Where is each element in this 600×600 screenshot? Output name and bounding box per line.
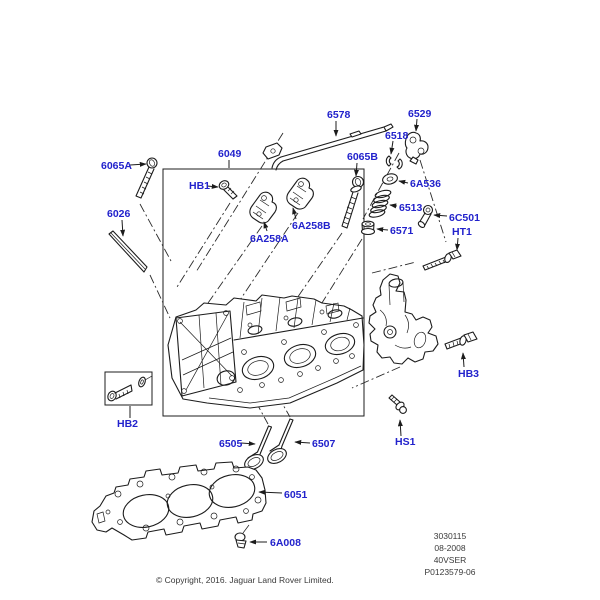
part-label-6049[interactable]: 6049 — [218, 148, 242, 168]
part-label-6026[interactable]: 6026 — [107, 208, 131, 237]
leader-line-6C501 — [433, 212, 448, 218]
part-label-6065B[interactable]: 6065B — [347, 151, 378, 177]
bolt-6065a-drawing — [135, 157, 158, 199]
leader-line-6051 — [258, 489, 283, 495]
part-number-6C501[interactable]: 6C501 — [449, 212, 480, 224]
plug-6a008-drawing — [234, 532, 247, 549]
plate-line-4: P0123579-06 — [424, 567, 475, 577]
part-number-6026[interactable]: 6026 — [107, 208, 131, 220]
leader-line-HB3 — [460, 352, 466, 368]
sensor-6c501-drawing — [417, 204, 434, 229]
bracket-6529-drawing — [404, 131, 429, 165]
bolt-ht1-drawing — [422, 249, 462, 271]
part-number-6578[interactable]: 6578 — [327, 109, 351, 121]
part-number-6065A[interactable]: 6065A — [101, 160, 132, 172]
bolt-hb1-drawing — [218, 180, 238, 200]
valve-6505-drawing — [244, 425, 273, 470]
hb2-bolt-washer-drawing — [107, 375, 153, 402]
part-label-6A258B[interactable]: 6A258B — [292, 207, 331, 232]
part-label-6507[interactable]: 6507 — [294, 438, 336, 450]
part-number-6513[interactable]: 6513 — [399, 202, 423, 214]
leader-line-6507 — [294, 439, 311, 445]
part-label-HT1[interactable]: HT1 — [452, 226, 472, 251]
plate-line-2: 08-2008 — [434, 543, 465, 553]
part-number-HS1[interactable]: HS1 — [395, 436, 416, 448]
part-label-HB1[interactable]: HB1 — [189, 180, 219, 192]
part-number-6529[interactable]: 6529 — [408, 108, 432, 120]
part-number-HB2[interactable]: HB2 — [117, 418, 138, 430]
bolt-hb3-drawing — [444, 331, 478, 350]
keepers-6518-drawing — [385, 155, 403, 170]
rod-6026-drawing — [108, 230, 148, 273]
leader-line-6571 — [376, 227, 389, 233]
part-number-6507[interactable]: 6507 — [312, 438, 336, 450]
plate-line-3: 40VSER — [434, 555, 467, 565]
part-label-6A258A[interactable]: 6A258A — [250, 221, 289, 245]
part-label-6578[interactable]: 6578 — [327, 109, 351, 137]
valve-6507-drawing — [267, 418, 294, 464]
seal-6571-drawing — [360, 220, 376, 236]
leader-line-6A536 — [398, 179, 409, 185]
projection-lines — [139, 132, 447, 425]
part-number-HB3[interactable]: HB3 — [458, 368, 479, 380]
leader-line-6065A — [129, 161, 147, 167]
part-label-6A536[interactable]: 6A536 — [398, 178, 441, 190]
part-label-6051[interactable]: 6051 — [258, 489, 308, 501]
leader-line-6513 — [389, 203, 398, 209]
part-label-6529[interactable]: 6529 — [408, 108, 432, 132]
part-label-6505[interactable]: 6505 — [219, 438, 256, 450]
leader-line-6A258A — [263, 221, 269, 232]
part-number-6518[interactable]: 6518 — [385, 130, 409, 142]
leader-line-HS1 — [397, 419, 403, 437]
hb2-inset-box — [104, 371, 153, 406]
leader-line-6505 — [240, 441, 256, 447]
cylinder-head-drawing — [167, 294, 365, 409]
part-label-6513[interactable]: 6513 — [389, 202, 423, 214]
part-label-HB3[interactable]: HB3 — [458, 352, 479, 380]
leader-line-6518 — [389, 140, 395, 155]
part-number-6A258A[interactable]: 6A258A — [250, 233, 289, 245]
part-number-6A008[interactable]: 6A008 — [270, 537, 301, 549]
plate-info-block: 3030115 08-2008 40VSER P0123579-06 — [424, 531, 475, 577]
leader-line-HB1 — [206, 183, 219, 189]
copyright-text: © Copyright, 2016. Jaguar Land Rover Lim… — [156, 575, 334, 585]
part-number-HT1[interactable]: HT1 — [452, 226, 472, 238]
leader-line-6065B — [353, 162, 359, 177]
head-gasket-drawing — [91, 461, 267, 541]
leader-line-6026 — [120, 219, 126, 237]
part-number-6A258B[interactable]: 6A258B — [292, 220, 331, 232]
part-label-6571[interactable]: 6571 — [376, 225, 414, 237]
part-label-HS1[interactable]: HS1 — [395, 419, 416, 448]
part-label-6518[interactable]: 6518 — [385, 130, 409, 155]
bolt-6065b-drawing — [341, 175, 365, 229]
spring-6513-drawing — [368, 189, 392, 218]
retainer-6a536-drawing — [382, 173, 398, 185]
part-label-6C501[interactable]: 6C501 — [433, 212, 480, 224]
part-number-6051[interactable]: 6051 — [284, 489, 308, 501]
part-label-HB2[interactable]: HB2 — [117, 406, 138, 430]
leader-line-HT1 — [455, 237, 461, 251]
part-number-6065B[interactable]: 6065B — [347, 151, 378, 163]
plate-line-1: 3030115 — [434, 531, 467, 541]
leader-line-6A258B — [292, 207, 298, 220]
mount-bracket-drawing — [368, 273, 439, 365]
leader-line-6529 — [414, 118, 420, 132]
rocker-6a258b-drawing — [286, 177, 314, 210]
bolt-hs1-drawing — [388, 394, 407, 414]
part-label-6065A[interactable]: 6065A — [101, 160, 147, 172]
part-number-6505[interactable]: 6505 — [219, 438, 243, 450]
rocker-6a258a-drawing — [249, 191, 277, 224]
part-number-HB1[interactable]: HB1 — [189, 180, 210, 192]
part-number-6571[interactable]: 6571 — [390, 225, 414, 237]
part-number-6A536[interactable]: 6A536 — [410, 178, 441, 190]
assembly-6049-box — [162, 168, 365, 417]
part-label-6A008[interactable]: 6A008 — [249, 537, 301, 549]
part-number-6049[interactable]: 6049 — [218, 148, 242, 160]
tube-6578-drawing — [262, 123, 394, 171]
